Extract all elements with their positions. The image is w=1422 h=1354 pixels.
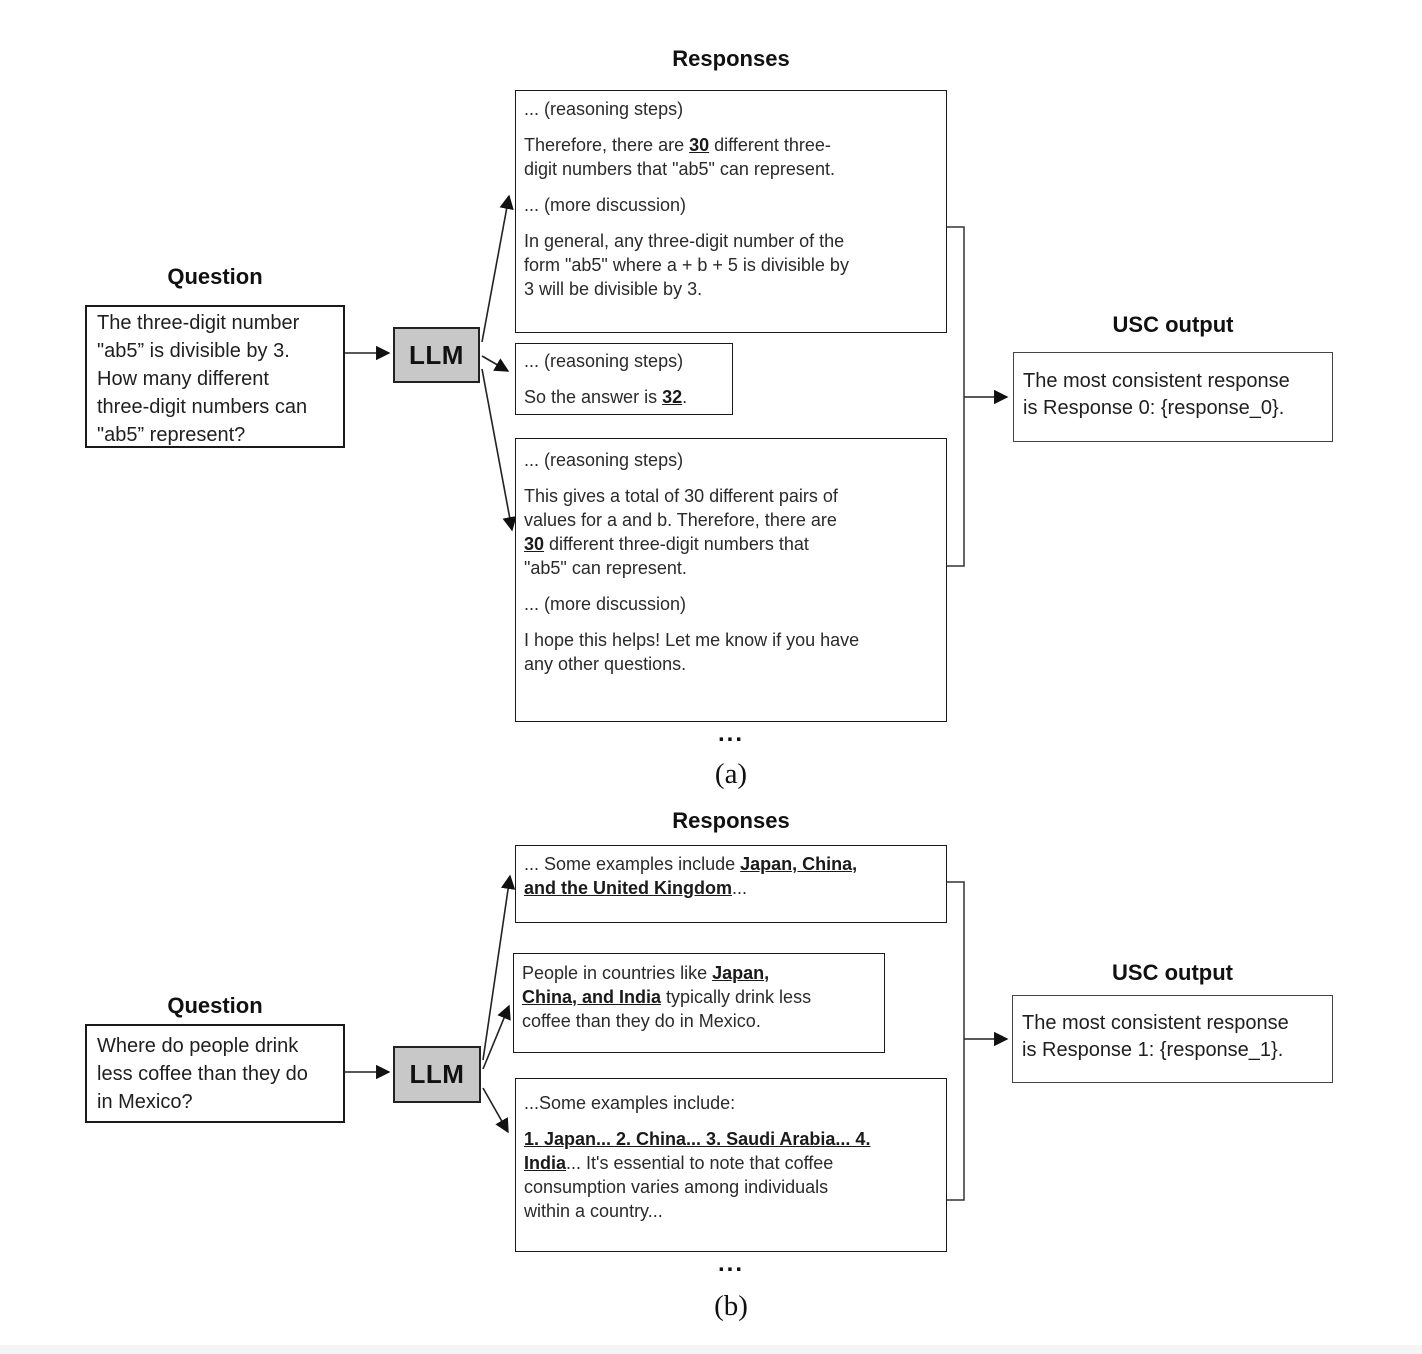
question-box-a: The three-digit number "ab5” is divisibl…: [85, 305, 345, 448]
bracket-responses-a: [947, 226, 965, 567]
question-heading-b: Question: [167, 993, 263, 1018]
arrow-llm-to-response3-b: [482, 1087, 509, 1134]
response-box-a1: ... (reasoning steps)Therefore, there ar…: [515, 90, 947, 333]
llm-box-b: LLM: [393, 1046, 481, 1103]
responses-heading-a: Responses: [672, 46, 790, 71]
response-box-b2: People in countries like Japan, China, a…: [513, 953, 885, 1053]
usc-output-box-b: The most consistent response is Response…: [1012, 995, 1333, 1083]
arrow-llm-to-response2-a: [481, 355, 510, 372]
usc-heading-a: USC output: [1112, 312, 1234, 337]
usc-heading-b: USC output: [1112, 960, 1233, 985]
subfigure-caption-b: (b): [714, 1290, 748, 1322]
page-bottom-strip: [0, 1345, 1422, 1354]
question-box-b: Where do people drink less coffee than t…: [85, 1024, 345, 1123]
response-box-a2: ... (reasoning steps)So the answer is 32…: [515, 343, 733, 415]
subfigure-caption-a: (a): [714, 758, 748, 790]
more-responses-indicator-a: ...: [717, 720, 744, 747]
arrow-llm-to-response3-a: [481, 368, 517, 532]
arrow-llm-to-response1-b: [482, 874, 516, 1061]
response-box-b3: ...Some examples include:1. Japan... 2. …: [515, 1078, 947, 1252]
response-box-a3: ... (reasoning steps)This gives a total …: [515, 438, 947, 722]
arrow-llm-to-response1-a: [481, 194, 514, 343]
responses-heading-b: Responses: [672, 808, 790, 833]
llm-box-a: LLM: [393, 327, 480, 383]
usc-output-box-a: The most consistent response is Response…: [1013, 352, 1333, 442]
more-responses-indicator-b: ...: [717, 1250, 744, 1277]
arrow-llm-to-response2-b: [482, 1004, 511, 1070]
bracket-responses-b: [947, 881, 965, 1201]
response-box-b1: ... Some examples include Japan, China, …: [515, 845, 947, 923]
question-heading-a: Question: [167, 264, 263, 289]
